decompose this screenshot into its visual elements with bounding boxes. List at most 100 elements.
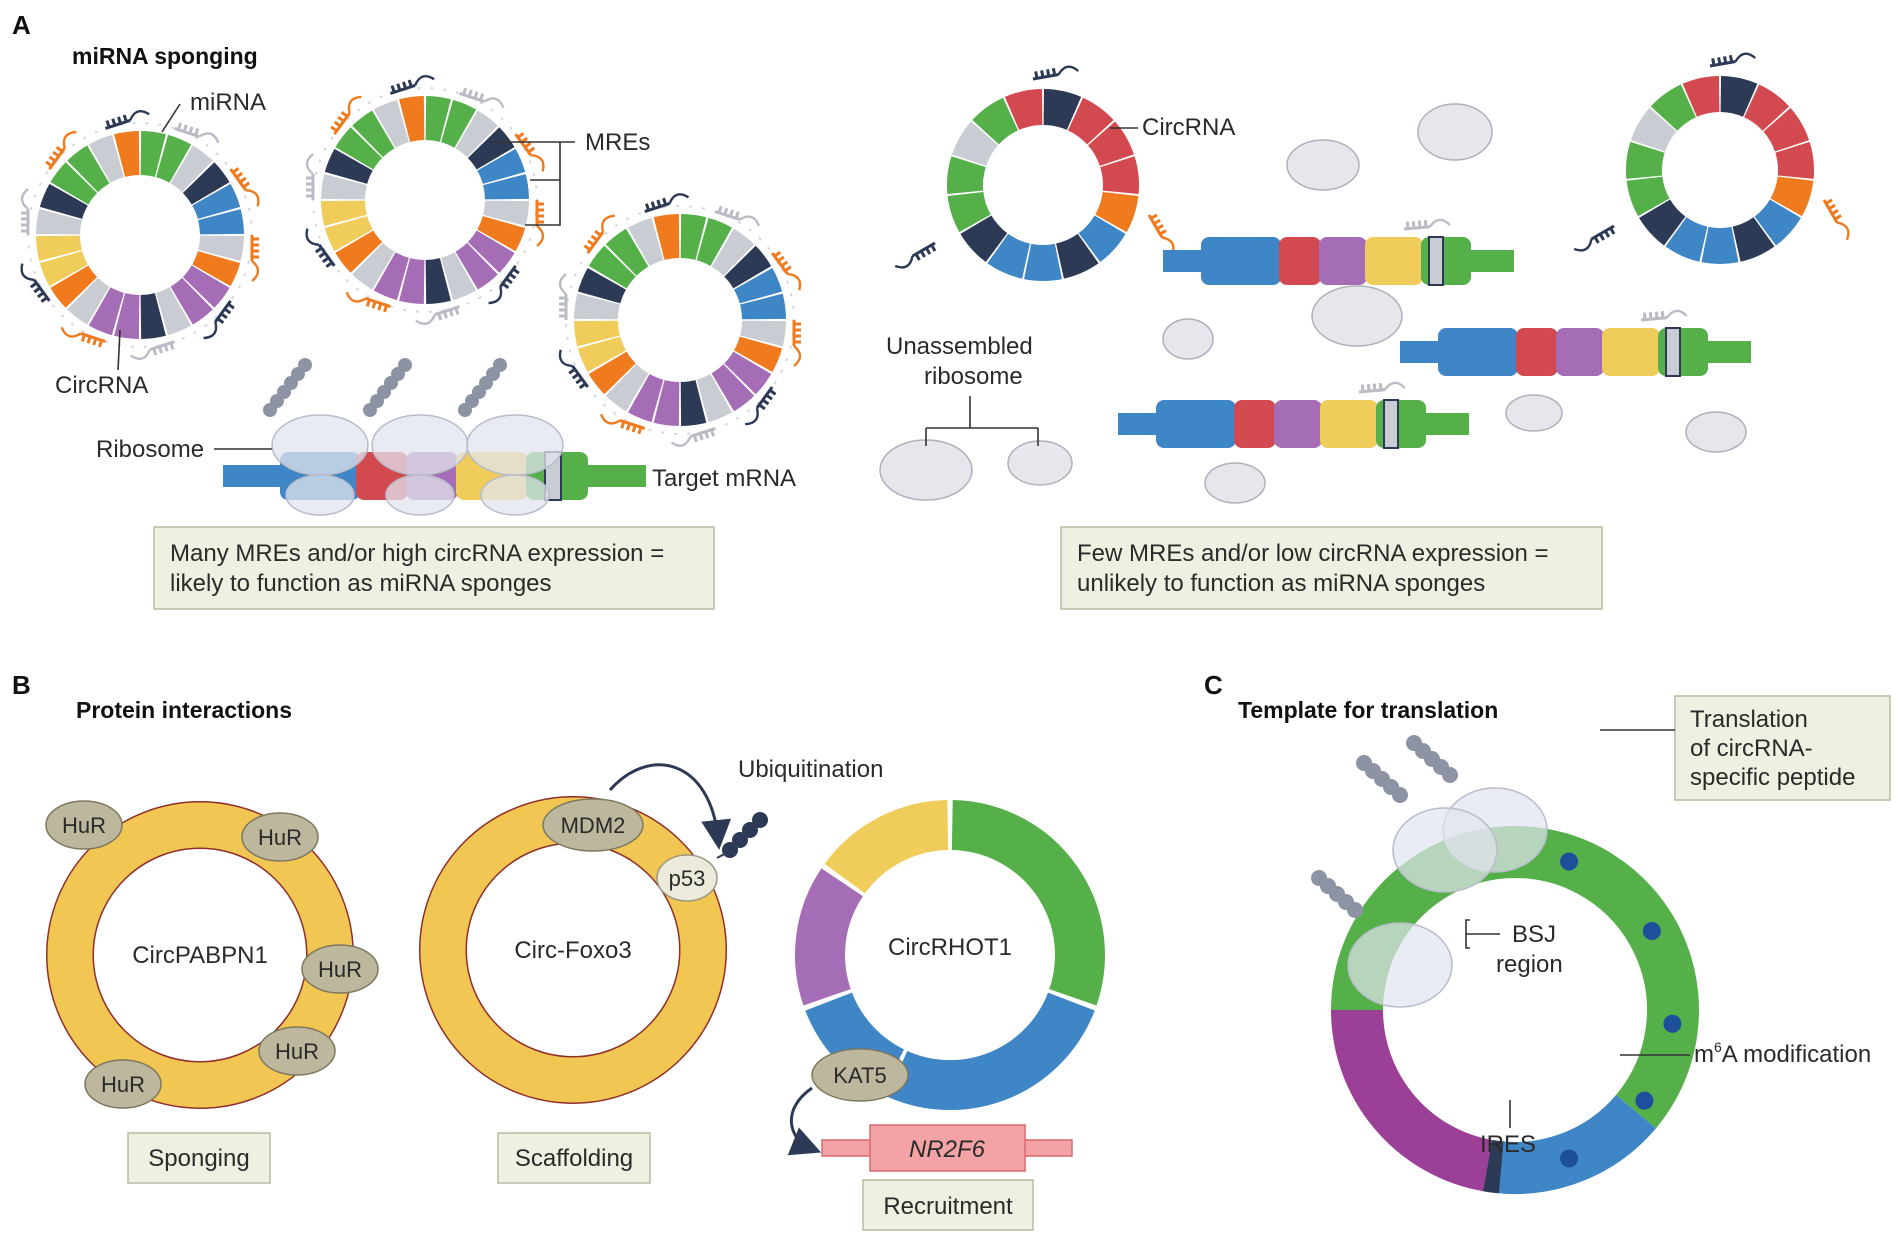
mirna-hairpin — [745, 386, 777, 426]
m6a-site — [1635, 1091, 1654, 1110]
ubiquitin-chain — [716, 812, 768, 859]
ring-segment — [1067, 97, 1114, 145]
hairpin-loop — [601, 214, 615, 233]
ring-segment — [440, 251, 477, 301]
hairpin-loop — [536, 225, 545, 247]
label-mirna: miRNA — [190, 89, 266, 116]
ring-segment — [972, 97, 1019, 145]
ring-segment — [352, 110, 396, 158]
mirna-hairpin — [305, 228, 336, 268]
mirna-hairpin — [1403, 218, 1451, 231]
ring-segment — [947, 191, 992, 233]
ring-segment — [39, 183, 89, 220]
box-translation-line1: Translation — [1690, 706, 1808, 733]
mirna-hairpin — [599, 413, 646, 435]
hairpin-stem — [690, 426, 716, 443]
free-ribosome-subunits — [879, 103, 1747, 504]
mirna-hairpin — [1709, 52, 1757, 68]
hairpin-stem — [365, 297, 391, 313]
hairpin-loop — [488, 286, 503, 305]
label-mdm2: MDM2 — [561, 813, 626, 838]
ring-segment — [467, 229, 515, 273]
ring-segment — [1743, 84, 1790, 132]
mirna-hairpin — [644, 193, 690, 214]
panel-b-title: Protein interactions — [76, 697, 292, 723]
hairpin-stem — [149, 340, 176, 356]
hairpin-stem — [330, 111, 351, 136]
mirna-hairpin — [305, 153, 315, 200]
label-circpabpn1: CircPABPN1 — [132, 942, 268, 969]
hur-protein — [258, 1026, 336, 1076]
hairpin-loop — [203, 321, 218, 340]
hairpin-stem — [1822, 198, 1842, 224]
p53-protein: p53 — [656, 854, 718, 902]
ribosome-subunit — [1417, 103, 1493, 161]
ring-segment — [680, 379, 707, 426]
m6a-site — [1560, 852, 1579, 871]
hairpin-stem — [229, 167, 251, 192]
hairpin-stem — [174, 122, 200, 138]
ring-segment — [335, 229, 383, 273]
mirna-hairpin — [670, 426, 716, 447]
hairpin-loop — [894, 255, 914, 269]
ring-segment — [960, 214, 1008, 263]
mirna-hairpin — [45, 130, 77, 171]
label-mres: MREs — [585, 129, 650, 156]
ring-segment — [169, 145, 213, 193]
ring-segment — [574, 320, 621, 347]
unassembled-leader — [925, 396, 1039, 446]
ring-segment — [1731, 216, 1775, 262]
mirna-hairpin — [345, 291, 391, 313]
circrna-ring-many-mres-1 — [20, 110, 260, 360]
ring-segment — [476, 215, 526, 252]
hairpin-stem — [911, 241, 937, 261]
peptide-bead — [398, 358, 412, 372]
hairpin-loop — [787, 272, 802, 291]
hairpin-stem — [559, 294, 568, 320]
mirna-hairpin — [330, 95, 362, 136]
hairpin-loop — [60, 326, 82, 338]
hairpin-loop — [62, 130, 77, 149]
hairpin-loop — [20, 263, 35, 281]
ring-segment — [182, 162, 230, 206]
rhot1-segment — [824, 800, 949, 894]
ring-segment — [1626, 175, 1670, 217]
ring-segment — [1719, 76, 1758, 118]
hur-protein — [301, 944, 379, 994]
mirna-hairpin — [714, 205, 761, 227]
hur-protein — [45, 800, 123, 850]
ring-segment — [1630, 107, 1677, 153]
ring-segment — [50, 162, 98, 206]
ring-segment — [1770, 175, 1814, 217]
ring-segment — [733, 268, 783, 304]
hairpin-loop — [670, 435, 692, 447]
label-circfoxo3: Circ-Foxo3 — [514, 937, 631, 964]
mirna-hairpin — [771, 250, 802, 291]
hairpin-loop — [198, 132, 220, 144]
label-m6a: m6A modification — [1694, 1039, 1871, 1068]
panel-a: A miRNA sponging miRNA MREs CircRNA Circ… — [12, 10, 1850, 610]
rhot1-segment — [886, 992, 1095, 1111]
hairpin-loop — [1734, 52, 1757, 63]
ring-segment — [1024, 243, 1062, 281]
box-scaffolding: Scaffolding — [497, 1132, 651, 1184]
ring-segment — [321, 199, 368, 226]
label-kat5: KAT5 — [833, 1063, 886, 1088]
label-hur: HuR — [101, 1072, 145, 1097]
panel-a-letter: A — [12, 10, 31, 40]
hairpin-stem — [1147, 213, 1167, 239]
label-p53: p53 — [669, 866, 706, 891]
ring-segment — [711, 228, 755, 277]
hur-protein — [241, 812, 319, 862]
ring-segment — [1650, 84, 1697, 132]
circrna-ring-many-mres-2 — [305, 75, 545, 325]
hairpin-loop — [739, 215, 761, 227]
label-ubiquitination: Ubiquitination — [738, 756, 883, 783]
hairpin-loop — [1836, 221, 1850, 241]
mirna-hairpin — [20, 263, 51, 303]
peptide-bead — [1356, 755, 1372, 771]
hairpin-stem — [792, 320, 801, 346]
ring-segment — [67, 277, 111, 325]
hairpin-loop — [1057, 65, 1080, 76]
